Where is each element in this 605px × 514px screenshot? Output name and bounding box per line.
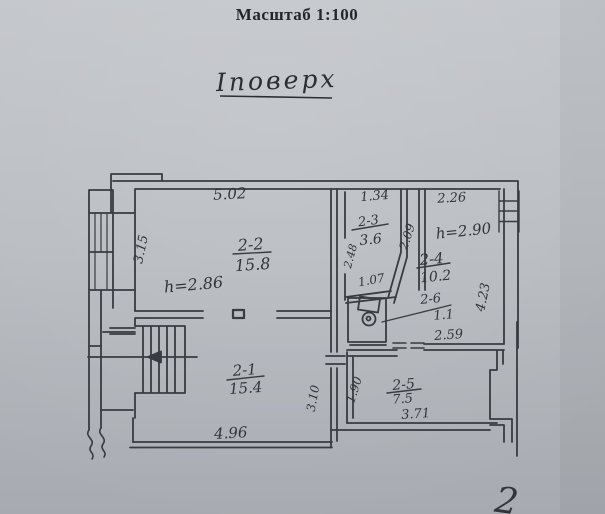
column-mark (231, 308, 246, 320)
outer-walls (88, 173, 519, 457)
room2-6-area: 1.1 (433, 307, 455, 324)
dim-room2-3-left: 2.48 (341, 243, 360, 271)
room-label-underlines (226, 223, 451, 394)
toilet-tank (357, 295, 381, 314)
room2-6-id: 2-6 (419, 291, 442, 308)
dashed-wall-joint (392, 342, 425, 349)
left-window-glazing (94, 213, 108, 290)
room2-3-id: 2-3 (356, 213, 380, 231)
dim-room2-4-right: 4.23 (473, 282, 494, 314)
room2-5-id: 2-5 (391, 376, 416, 394)
dim-room2-4-bottom: 2.59 (433, 327, 464, 344)
handwritten-annotations: 5.02 2-2 15.8 h=2.86 3.15 1.34 2-3 3.6 2… (131, 184, 521, 514)
toilet-fixture (347, 295, 452, 343)
dim-room2-3-top: 1.34 (360, 188, 390, 205)
dim-room2-5-bottom: 3.71 (401, 406, 431, 423)
room2-5-area: 7.5 (392, 391, 414, 408)
room2-1-area: 15.4 (228, 378, 263, 398)
toilet-bowl-center (365, 315, 372, 322)
dim-room2-1-bottom: 4.96 (213, 423, 249, 443)
interior-walls (88, 188, 513, 448)
dim-room2-3-bottom: 1.07 (357, 271, 386, 289)
room2-4-area: 10.2 (419, 268, 452, 287)
room2-2-id: 2-2 (236, 234, 264, 255)
wall-break-squiggle (87, 427, 106, 460)
stair-arrow-head (147, 350, 162, 364)
scale-title: Масштаб 1:100 (236, 5, 358, 24)
toilet-label-leader (381, 304, 452, 323)
room2-1-id: 2-1 (231, 360, 257, 380)
room2-2-area: 15.8 (234, 254, 271, 275)
paper-edge-shadow (560, 0, 605, 514)
room2-4-id: 2-4 (418, 249, 445, 269)
floor-label-underline (219, 95, 333, 99)
staircase (87, 325, 198, 394)
dim-room2-2-left: 3.15 (131, 234, 152, 265)
right-window (498, 190, 520, 233)
floor-label: Іповерх (214, 64, 337, 97)
dim-room2-2-top: 5.02 (213, 184, 247, 204)
toilet-bowl (361, 311, 377, 327)
dim-room2-1-right: 3.10 (304, 384, 322, 413)
dim-room2-4-top: 2.26 (436, 190, 467, 207)
room2-4-height: h=2.90 (435, 219, 493, 243)
room2-3-area: 3.6 (359, 231, 383, 249)
